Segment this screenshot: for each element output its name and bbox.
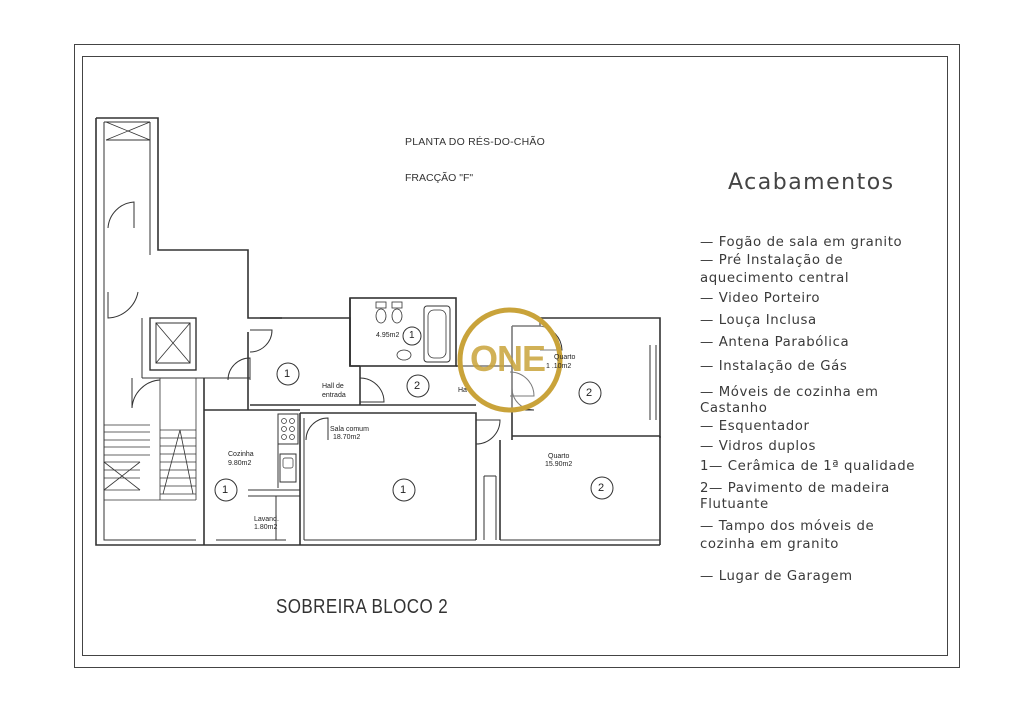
wall-west [95,118,196,546]
plan-fraction: FRACÇÃO "F" [405,172,474,184]
finish-item: — Tampo dos móveis de [700,519,875,534]
hall-entrada-label-1: Hall de [322,383,344,390]
lavand-label-1: Lavand. [254,516,279,523]
lavand-label-2: 1.80m2 [254,524,278,531]
marker-cozinha: 1 [222,484,229,496]
finishes-title: Acabamentos [728,170,895,195]
marker-quarto1: 2 [586,387,593,399]
finish-item: Castanho [700,401,768,416]
hall-entrada-label-2: entrada [322,392,346,399]
marker-circle-wc [402,326,422,346]
cozinha-label-1: Cozinha [228,451,254,458]
marker-circle-quarto1 [578,381,602,405]
marker-circle-sala [392,478,416,502]
quarto2-label-1: Quarto [548,453,570,460]
marker-quarto2: 2 [598,482,605,494]
marker-circle-quarto2 [590,476,614,500]
finish-item: — Móveis de cozinha em [700,385,879,400]
finish-item: 2— Pavimento de madeira [700,481,890,496]
drawing-inner-border [82,56,948,656]
cozinha-label-2: 9.80m2 [228,460,252,467]
marker-wc: 1 [409,330,415,341]
finish-item: — Vidros duplos [700,439,816,454]
finish-item: — Esquentador [700,419,810,434]
sala-label-1: Sala comum [330,426,369,433]
marker-circle-hall [276,362,300,386]
finish-item: — Fogão de sala em granito [700,235,903,250]
sala-label-2: 18.70m2 [333,434,361,441]
quarto1-label-2: 1 .10m2 [546,363,572,370]
marker-circle-hall2 [406,374,430,398]
marker-hall: 1 [284,368,291,380]
finish-item: — Louça Inclusa [700,313,817,328]
one-watermark-logo [457,307,563,413]
finish-item: — Instalação de Gás [700,359,848,374]
marker-hall2: 2 [414,380,421,392]
marker-circle-cozinha [214,478,238,502]
drawing-outer-border [74,44,960,668]
quarto2-label-2: 15.90m2 [545,461,573,468]
finish-item: 1— Cerâmica de 1ª qualidade [700,459,916,474]
finish-item: — Pré Instalação de [700,253,844,268]
finish-item: cozinha em granito [700,537,840,552]
wall-north-left [96,117,249,280]
finish-item: Flutuante [700,497,769,512]
plan-title: PLANTA DO RÉS-DO-CHÃO [405,136,545,148]
finish-item: — Antena Parabólica [700,335,850,350]
finish-item: aquecimento central [700,271,850,286]
quarto1-label-1: Quarto [554,354,576,361]
hall2-label: Ha [458,387,467,394]
watermark-text: ONE [470,338,546,379]
marker-sala: 1 [400,484,407,496]
wc-area-label: 4.95m2 [376,332,400,339]
block-name: SOBREIRA BLOCO 2 [276,596,449,618]
finish-item: — Video Porteiro [700,291,821,306]
finish-item: — Lugar de Garagem [700,569,853,584]
